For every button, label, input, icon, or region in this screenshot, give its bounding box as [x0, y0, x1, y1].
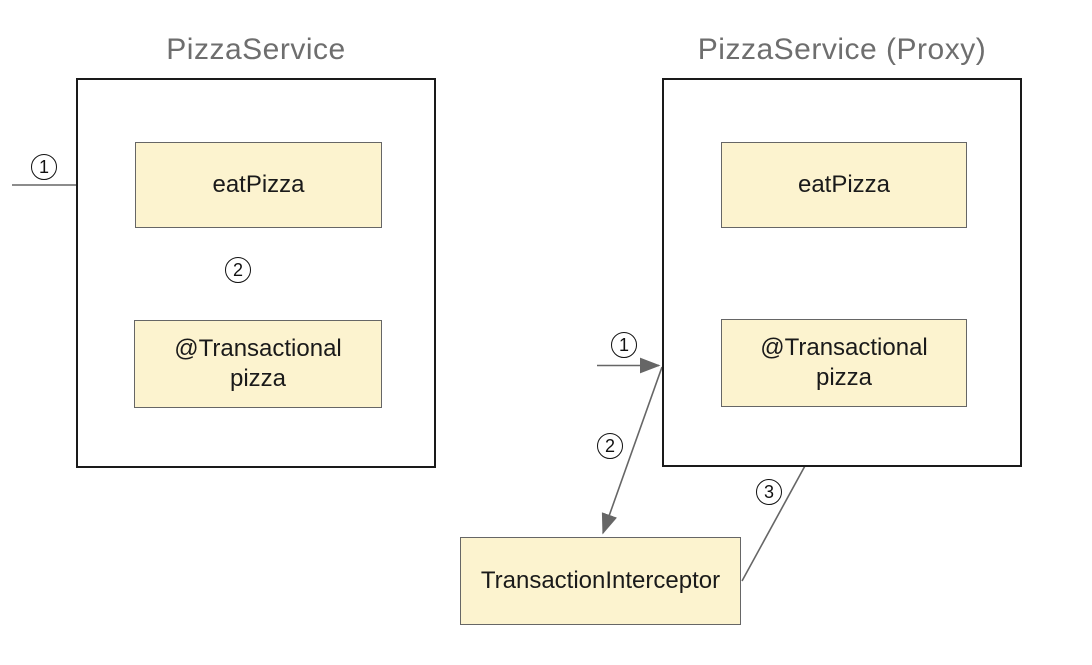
right-transactional-box: @Transactional pizza [721, 319, 967, 407]
right-transactional-label-line1: @Transactional [760, 334, 928, 361]
right-step3-badge: 3 [756, 479, 782, 505]
left-eatpizza-label: eatPizza [212, 171, 305, 198]
right-eatpizza-label: eatPizza [797, 171, 891, 198]
left-step1-number: 1 [38, 156, 49, 177]
right-service-container [662, 78, 1022, 467]
left-transactional-box: @Transactional pizza [134, 320, 382, 408]
right-step2-number: 2 [604, 435, 615, 456]
transaction-interceptor-label: TransactionInterceptor [480, 567, 721, 594]
right-step2-arrow [601, 366, 663, 535]
right-step1-badge: 1 [611, 332, 637, 358]
left-transactional-label-line1: @Transactional [174, 335, 342, 362]
right-step3-number: 3 [763, 481, 774, 502]
right-step1-number: 1 [618, 334, 629, 355]
left-step2-badge: 2 [225, 257, 251, 283]
left-step2-number: 2 [232, 259, 243, 280]
right-transactional-label-line2: pizza [815, 364, 873, 391]
right-step2-badge: 2 [597, 433, 623, 459]
left-service-container [76, 78, 436, 468]
right-service-title: PizzaService (Proxy) [697, 33, 987, 66]
left-service-title: PizzaService [166, 33, 346, 66]
left-eatpizza-box: eatPizza [135, 142, 382, 228]
right-eatpizza-box: eatPizza [721, 142, 967, 228]
transaction-interceptor-box: TransactionInterceptor [460, 537, 741, 625]
left-transactional-label-line2: pizza [229, 365, 287, 392]
left-step1-badge: 1 [31, 154, 57, 180]
